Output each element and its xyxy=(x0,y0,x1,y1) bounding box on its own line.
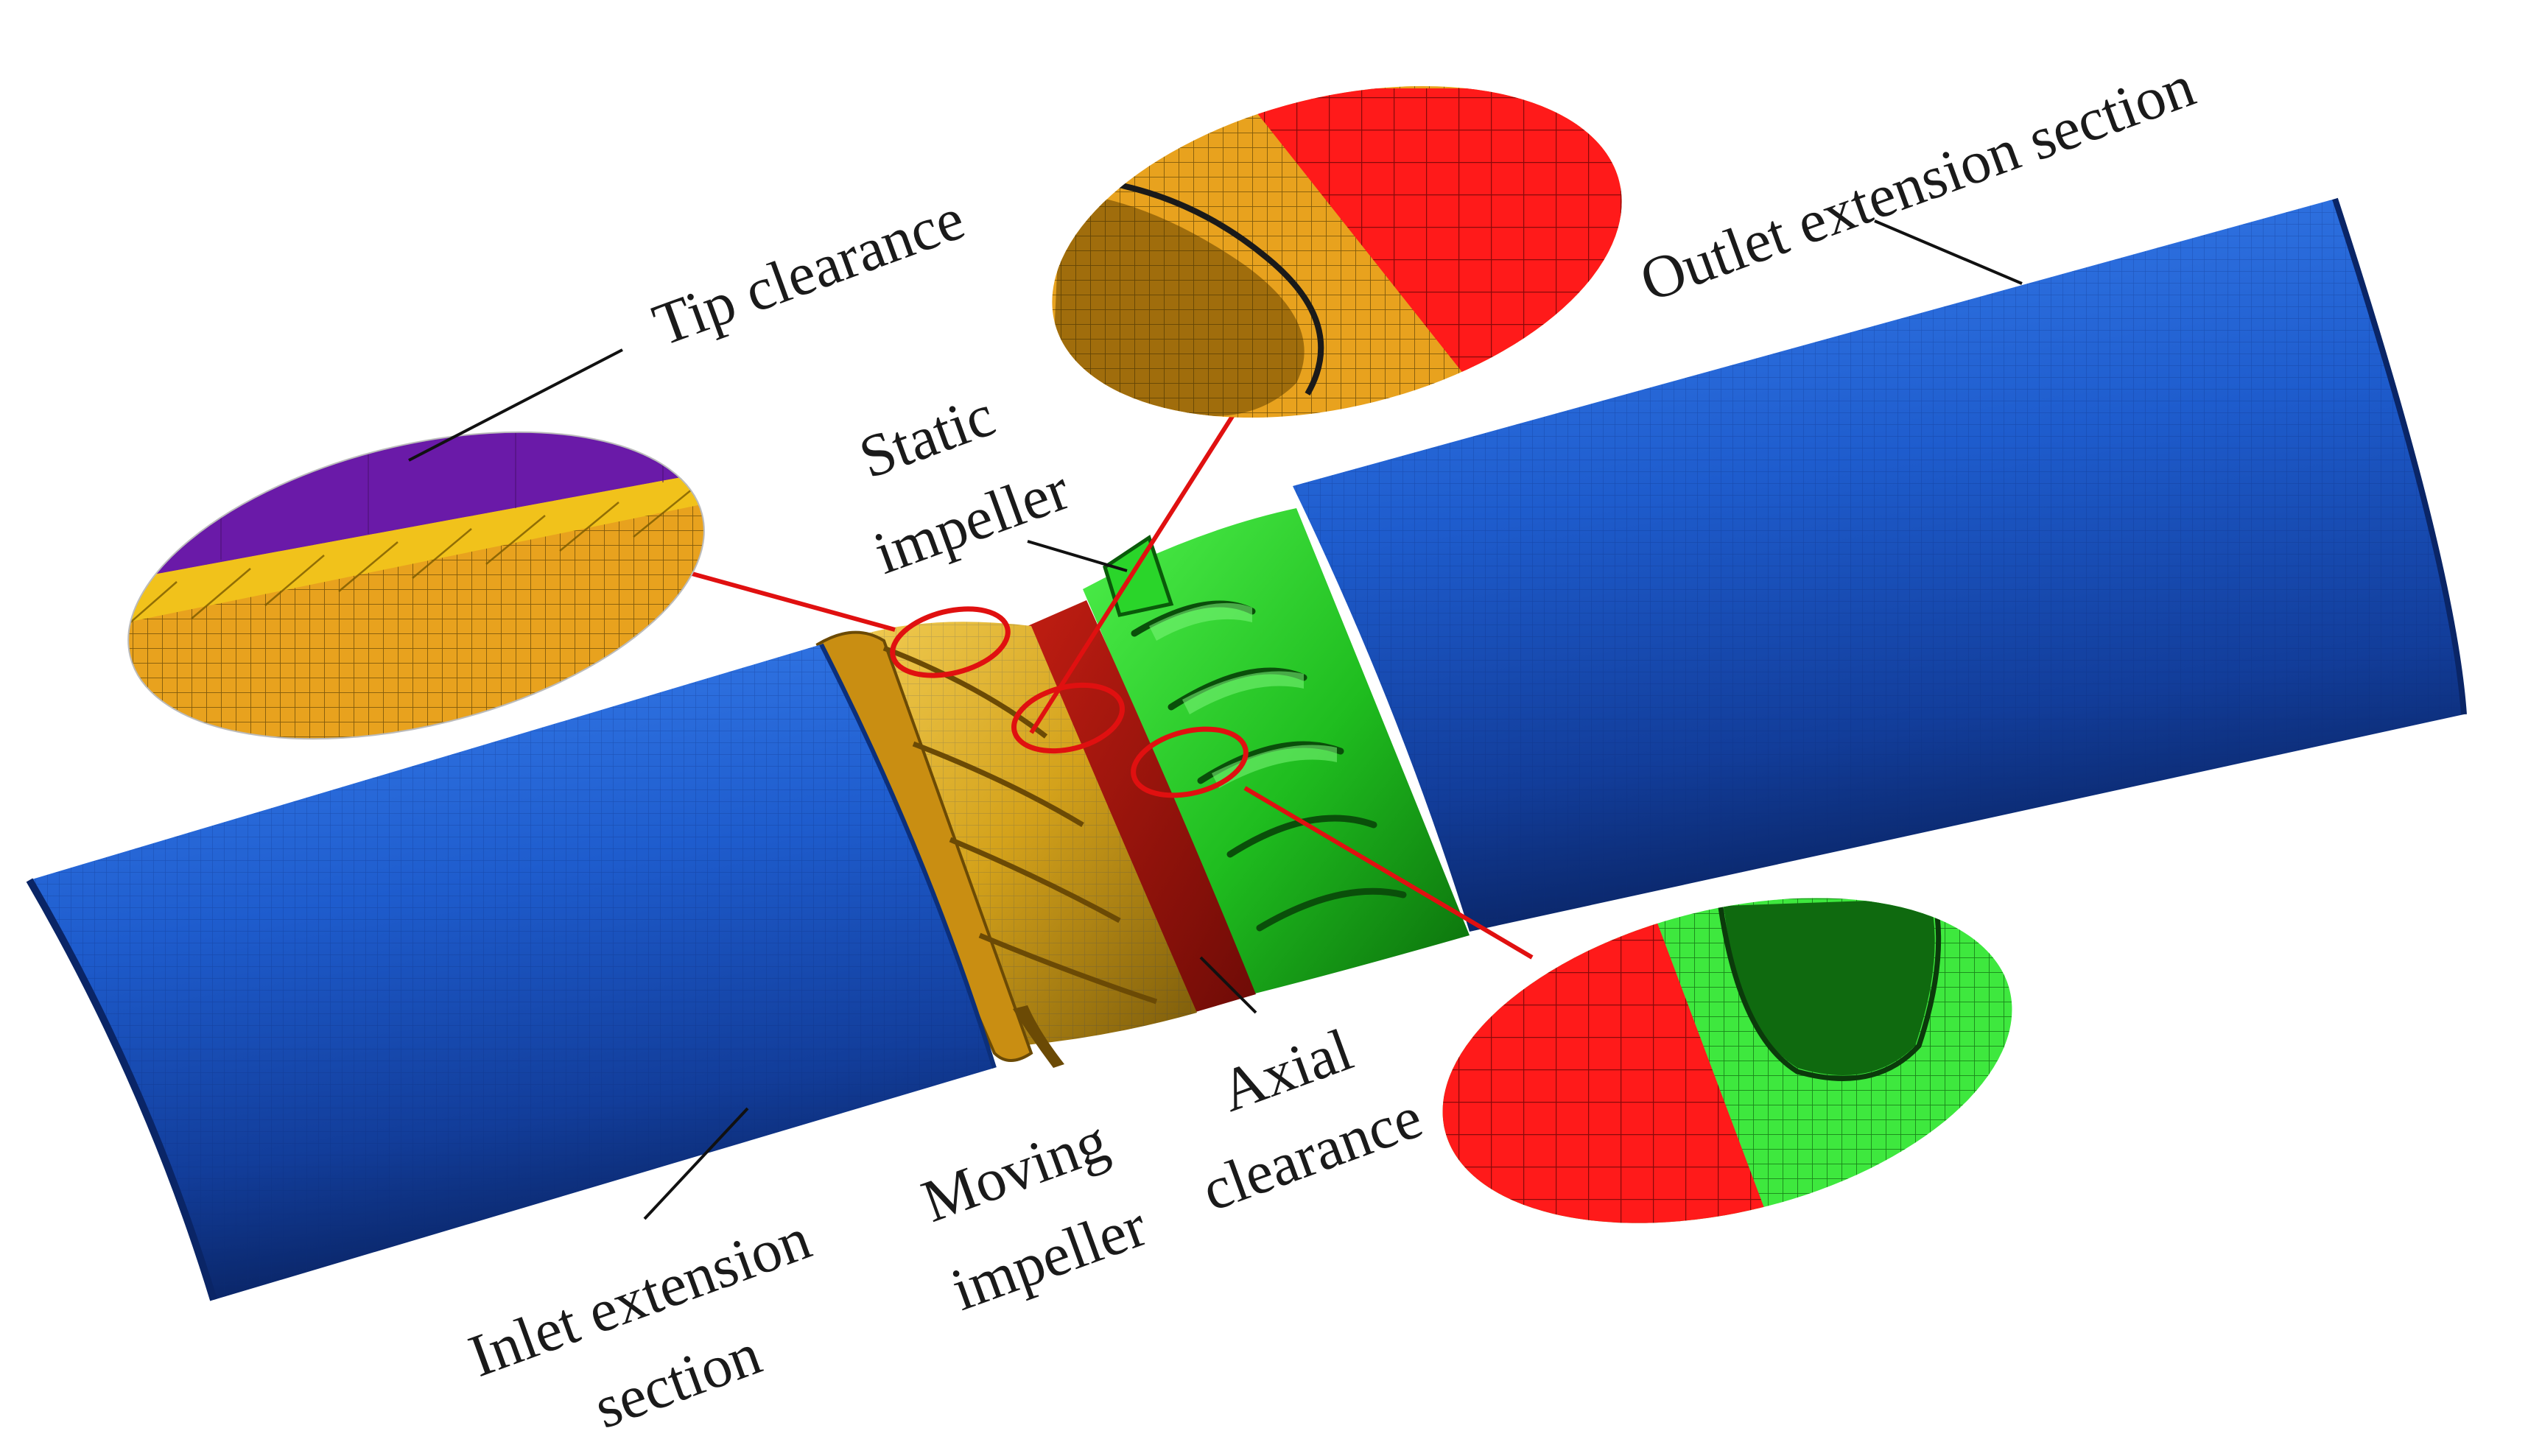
outlet-extension-pipe xyxy=(1293,197,2467,932)
blade-trailing-edge-zoom xyxy=(1422,884,2033,1237)
callout-lines xyxy=(681,378,1534,960)
tip-clearance-marker xyxy=(890,606,1011,678)
moving-impeller xyxy=(815,622,1197,1068)
static-impeller xyxy=(1083,508,1470,994)
blade-bottom-marker xyxy=(1131,726,1249,798)
label-tip-clearance: Tip clearance xyxy=(645,185,972,359)
label-static-impeller-line1: Static xyxy=(851,381,1003,491)
blade-leading-edge-zoom xyxy=(1031,74,1657,442)
inlet-extension-pipe xyxy=(26,643,997,1301)
axial-clearance-ring xyxy=(1028,600,1256,1013)
leader-lines xyxy=(408,219,2023,1220)
